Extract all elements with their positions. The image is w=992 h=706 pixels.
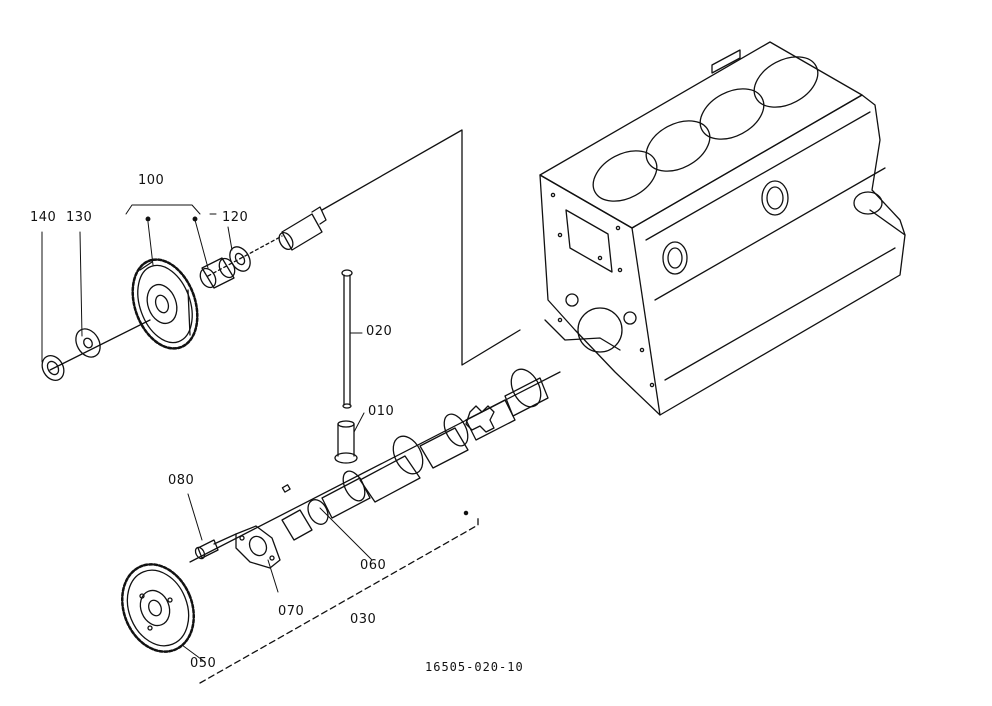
part-label-010: 010 <box>368 404 395 419</box>
engine-block <box>539 41 906 416</box>
part-label-020: 020 <box>366 324 393 339</box>
key-pin <box>281 484 291 493</box>
washer-130 <box>75 328 101 358</box>
part-label-120: 120 <box>222 210 249 225</box>
part-label-070: 070 <box>278 604 305 619</box>
drawing-number: 16505-020-10 <box>425 660 524 674</box>
leader-lines <box>41 204 373 663</box>
cam-gear <box>121 563 195 653</box>
part-030-bracket <box>199 514 479 684</box>
bolt-080 <box>194 533 237 560</box>
part-label-060: 060 <box>360 558 387 573</box>
part-label-140: 140 <box>30 210 57 225</box>
circlip-140 <box>41 355 65 381</box>
part-label-030: 030 <box>350 612 377 627</box>
part-label-050: 050 <box>190 656 217 671</box>
camshaft <box>281 368 549 541</box>
tappet <box>334 420 358 464</box>
part-label-130: 130 <box>66 210 93 225</box>
thrust-plate <box>235 525 281 569</box>
part-label-100: 100 <box>138 173 165 188</box>
pushrod <box>341 269 353 409</box>
block-leader-line <box>321 129 521 366</box>
washer-120 <box>229 246 251 272</box>
part-label-080: 080 <box>168 473 195 488</box>
idle-gear <box>131 258 199 350</box>
